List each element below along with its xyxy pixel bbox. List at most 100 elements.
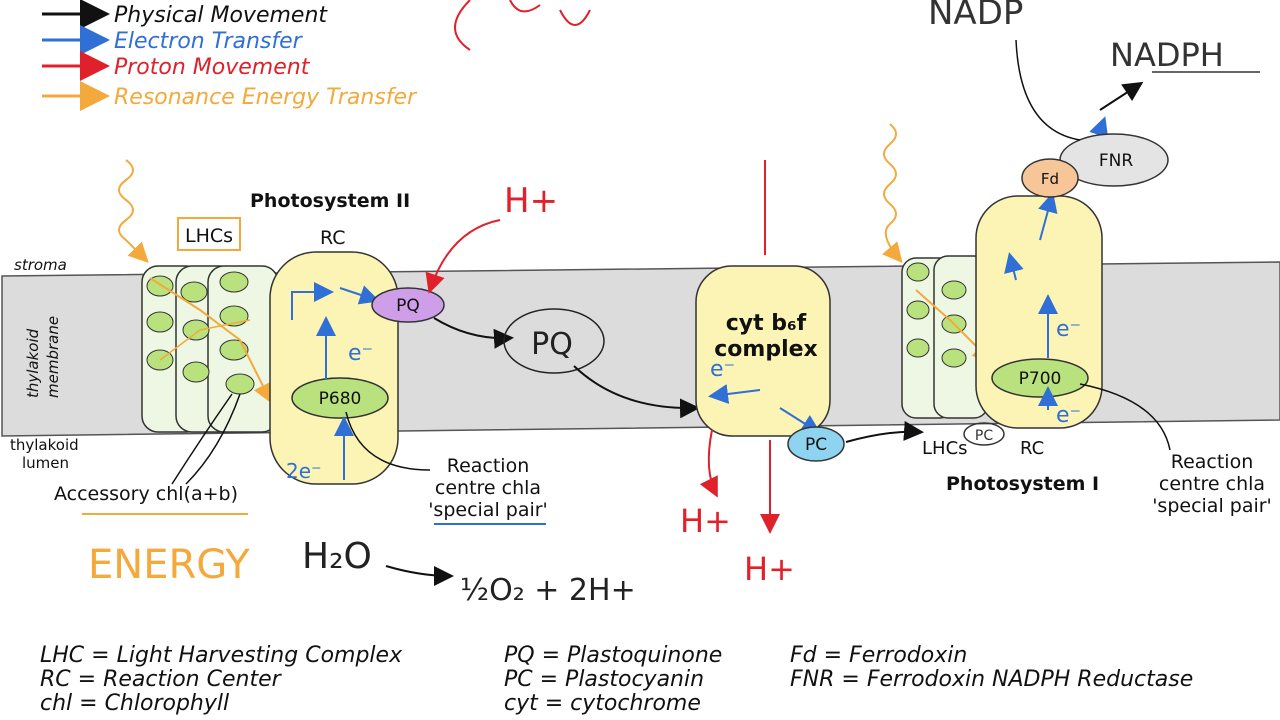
e-minus-ps1-a: e⁻ xyxy=(1056,317,1081,342)
ps1-rc-chla-2: centre chla xyxy=(1159,473,1265,495)
nadph-label: NADPH xyxy=(1110,36,1224,74)
chlorophyll xyxy=(146,311,174,333)
energy-label: ENERGY xyxy=(88,542,250,588)
electron-rc-top xyxy=(291,282,334,320)
cyt-label-2: complex xyxy=(714,337,817,362)
ps1-rc-chla-3: 'special pair' xyxy=(1152,495,1272,517)
stroma-label: stroma xyxy=(14,256,67,274)
legend-label-proton: Proton Movement xyxy=(114,55,311,80)
pc-label: PC xyxy=(805,435,827,455)
nadp-curve xyxy=(1015,39,1081,141)
legend-label-electron: Electron Transfer xyxy=(114,29,304,54)
chlorophyll xyxy=(941,280,967,300)
chlorophyll xyxy=(219,305,249,327)
cyt-label-1: cyt b₆f xyxy=(726,311,807,336)
scribble-top-red xyxy=(454,0,471,51)
pq-free-label: PQ xyxy=(531,327,573,362)
nadph-arrow xyxy=(1099,81,1144,111)
pq-bound-label: PQ xyxy=(396,296,420,316)
nadp-label: NADP xyxy=(928,0,1023,33)
pc-physical-move xyxy=(845,420,924,443)
ps1-lhcs-label: LHCs xyxy=(922,438,968,459)
e-minus-ps2: e⁻ xyxy=(348,341,373,366)
h-plus-stroma-1: H+ xyxy=(504,181,558,221)
water-products-label: ½O₂ + 2H+ xyxy=(460,573,636,608)
abbr-lhc: LHC = Light Harvesting Complex xyxy=(40,643,403,668)
fd-ferredoxin xyxy=(1021,158,1079,198)
accessory-pointer-2 xyxy=(185,393,241,485)
abbr-pc: PC = Plastocyanin xyxy=(504,667,704,692)
light-wave-ps2 xyxy=(118,159,149,263)
pc-bound-ps1-label: PC xyxy=(975,428,993,444)
h-plus-lumen-2: H+ xyxy=(744,550,795,588)
legend: Physical Movement Electron Transfer Prot… xyxy=(42,0,418,111)
ps2-lhc-stack xyxy=(141,265,279,433)
ps2-title: Photosystem II xyxy=(250,190,410,212)
ps1-title: Photosystem I xyxy=(946,473,1099,495)
accessory-pointer-1 xyxy=(171,393,233,485)
ps1-rc-label: RC xyxy=(1020,438,1044,459)
chlorophyll xyxy=(180,281,208,303)
electron-rc-to-fd xyxy=(1038,192,1058,241)
pq-physical-move xyxy=(433,317,514,349)
abbr-fnr: FNR = Ferrodoxin NADPH Reductase xyxy=(790,667,1193,692)
legend-label-resonance: Resonance Energy Transfer xyxy=(114,85,418,110)
pq-free xyxy=(503,308,605,374)
pq-bound xyxy=(371,287,445,323)
ps1-rc-chla-1: Reaction xyxy=(1171,451,1254,473)
chlorophyll xyxy=(219,339,249,361)
abbr-cyt: cyt = cytochrome xyxy=(504,691,701,716)
ps2-rc-label: RC xyxy=(320,227,346,249)
ps2-reaction-center xyxy=(269,251,399,485)
chlorophyll xyxy=(941,348,967,368)
ps2-lhcs-label: LHCs xyxy=(185,225,233,247)
ps2-rc-chla-1: Reaction xyxy=(447,455,530,477)
membrane-label-2: membrane xyxy=(44,316,62,398)
resonance-transfer-ps2-b xyxy=(159,319,251,361)
chlorophyll xyxy=(225,373,255,395)
p680-label: P680 xyxy=(319,389,362,409)
ps2-rc-chla-2: centre chla xyxy=(435,477,541,499)
chlorophyll xyxy=(906,262,930,282)
p700-label: P700 xyxy=(1019,369,1062,389)
pc-bound-ps1 xyxy=(963,422,1005,446)
lhcs-box xyxy=(177,217,241,251)
chlorophyll xyxy=(182,361,210,383)
light-wave-ps1 xyxy=(882,123,903,264)
e-minus-cyt: e⁻ xyxy=(710,357,735,382)
ps1-lhc-stack xyxy=(901,255,989,419)
ps2-rc-chla-3: 'special pair' xyxy=(428,499,548,521)
proton-to-pq xyxy=(425,219,501,294)
electron-rc-ps1-left xyxy=(1004,252,1024,281)
pc-plastocyanin xyxy=(787,426,845,462)
chlorophyll xyxy=(182,319,210,341)
ps2-rc-chla-pointer xyxy=(345,411,431,471)
chlorophyll xyxy=(906,338,930,358)
resonance-transfer-ps2 xyxy=(149,277,272,404)
fnr-label: FNR xyxy=(1099,151,1133,171)
chlorophyll xyxy=(906,300,930,320)
fd-label: Fd xyxy=(1041,170,1059,188)
ps1-rc-chla-pointer xyxy=(1079,383,1171,451)
two-e-minus-ps2: 2e⁻ xyxy=(286,459,322,483)
water-split-arrow xyxy=(385,565,454,586)
lumen-label-1: thylakoid xyxy=(10,436,79,454)
abbr-pq: PQ = Plastoquinone xyxy=(504,643,722,668)
abbr-rc: RC = Reaction Center xyxy=(40,667,283,692)
electron-to-pq xyxy=(339,285,380,305)
membrane-label-1: thylakoid xyxy=(24,328,42,398)
h2o-label: H₂O xyxy=(302,536,372,577)
scribble-top-red-2 xyxy=(509,0,591,26)
pq-to-cyt-move xyxy=(573,365,700,419)
abbreviation-key: LHC = Light Harvesting Complex RC = Reac… xyxy=(40,643,1193,716)
lumen-label-2: lumen xyxy=(22,454,69,472)
proton-out-cyt-1 xyxy=(699,429,718,498)
abbr-fd: Fd = Ferrodoxin xyxy=(790,643,967,668)
chlorophyll xyxy=(219,271,249,293)
electron-cyt-left xyxy=(708,384,761,404)
accessory-chl-label: Accessory chl(a+b) xyxy=(54,483,238,505)
abbr-chl: chl = Chlorophyll xyxy=(40,691,229,716)
h-plus-lumen-1: H+ xyxy=(680,502,731,540)
e-minus-ps1-b: e⁻ xyxy=(1056,403,1081,428)
